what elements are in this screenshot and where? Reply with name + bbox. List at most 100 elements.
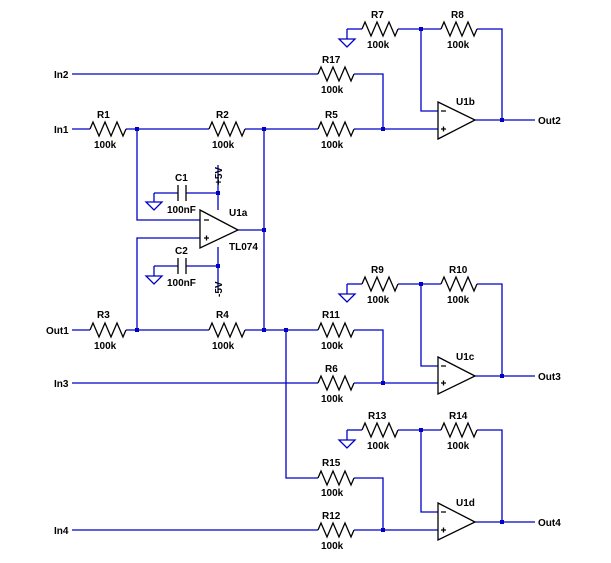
junction xyxy=(262,328,266,332)
junction xyxy=(262,127,266,131)
resistor-r6-value: 100k xyxy=(321,394,344,405)
resistor-r5-value: 100k xyxy=(321,140,344,151)
capacitor-c2-value: 100nF xyxy=(167,278,196,289)
junction xyxy=(216,264,220,268)
junction xyxy=(135,127,139,131)
capacitor-c1-value: 100nF xyxy=(167,205,196,216)
resistor-r12-symbol xyxy=(317,521,355,539)
junction xyxy=(419,428,423,432)
junction xyxy=(381,127,385,131)
resistor-r6-symbol xyxy=(317,374,355,392)
resistor-r1-symbol xyxy=(89,120,127,138)
junction xyxy=(381,528,385,532)
resistor-r9-value: 100k xyxy=(367,295,390,306)
resistor-r10-symbol xyxy=(440,275,478,293)
resistor-r8-value: 100k xyxy=(447,40,470,51)
opamp-labels: U1a TL074 U1b U1c U1d xyxy=(229,97,475,509)
resistor-r7-symbol xyxy=(361,20,399,38)
resistor-r11-name: R11 xyxy=(322,310,340,321)
resistor-r7-value: 100k xyxy=(367,40,390,51)
net-label-in4: In4 xyxy=(54,526,69,537)
resistor-r3-symbol xyxy=(89,321,127,339)
resistor-r13-value: 100k xyxy=(367,441,390,452)
resistor-r5-symbol xyxy=(317,120,355,138)
resistor-r14-value: 100k xyxy=(447,441,470,452)
resistor-r17-symbol xyxy=(317,65,355,83)
resistor-r12-value: 100k xyxy=(321,541,344,552)
resistor-r11-value: 100k xyxy=(321,341,344,352)
junction xyxy=(419,27,423,31)
resistor-r1-value: 100k xyxy=(94,140,117,151)
resistor-r4-symbol xyxy=(208,321,246,339)
opamp-u1d-symbol xyxy=(437,501,477,542)
opamp-u1a-symbol xyxy=(199,208,240,250)
resistor-r4-name: R4 xyxy=(216,310,229,321)
junction xyxy=(262,228,266,232)
resistor-r9-name: R9 xyxy=(371,265,384,276)
opamp-u1b-name: U1b xyxy=(456,97,475,108)
wires xyxy=(72,28,535,531)
resistor-r3-name: R3 xyxy=(97,310,110,321)
ground-symbols xyxy=(144,38,357,449)
opamp-symbols xyxy=(199,100,477,542)
resistor-r15-symbol xyxy=(317,469,355,487)
resistor-r15-value: 100k xyxy=(321,488,344,499)
junction xyxy=(500,374,504,378)
capacitor-c1-symbol xyxy=(177,185,187,201)
net-label-vneg: -5V xyxy=(214,281,225,297)
capacitor-c2-symbol xyxy=(177,258,187,274)
junctions xyxy=(135,27,504,532)
capacitor-labels: C1 100nF C2 100nF xyxy=(167,173,196,289)
resistor-r17-value: 100k xyxy=(321,85,344,96)
resistor-r13-name: R13 xyxy=(368,411,387,422)
opamp-u1c-name: U1c xyxy=(456,352,475,363)
resistor-r8-symbol xyxy=(440,20,478,38)
junction xyxy=(500,118,504,122)
junction xyxy=(419,282,423,286)
capacitor-symbols xyxy=(177,185,187,274)
resistor-r10-name: R10 xyxy=(449,265,468,276)
opamp-u1b-symbol xyxy=(437,100,477,141)
capacitor-c2-name: C2 xyxy=(175,246,188,257)
resistor-r2-symbol xyxy=(208,120,246,138)
resistor-r5-name: R5 xyxy=(325,110,338,121)
ground-icon xyxy=(337,439,357,449)
opamp-u1c-symbol xyxy=(437,355,477,396)
resistor-r1-name: R1 xyxy=(97,110,110,121)
net-label-vpos: +5V xyxy=(214,167,225,185)
resistor-r6-name: R6 xyxy=(325,364,338,375)
resistor-r13-symbol xyxy=(361,421,399,439)
ground-icon xyxy=(337,293,357,303)
capacitor-c1-name: C1 xyxy=(175,173,188,184)
junction xyxy=(216,191,220,195)
resistor-r4-value: 100k xyxy=(212,341,235,352)
resistor-r8-name: R8 xyxy=(451,10,464,21)
resistor-r10-value: 100k xyxy=(447,295,470,306)
resistor-r14-name: R14 xyxy=(449,411,468,422)
net-label-in3: In3 xyxy=(54,379,69,390)
net-label-out4: Out4 xyxy=(538,518,561,529)
junction xyxy=(284,328,288,332)
resistor-r14-symbol xyxy=(440,421,478,439)
opamp-u1a-name: U1a xyxy=(229,208,248,219)
junction xyxy=(381,381,385,385)
ground-icon xyxy=(337,38,357,48)
net-label-out2: Out2 xyxy=(538,116,561,127)
resistor-r11-symbol xyxy=(317,321,355,339)
opamp-u1d-name: U1d xyxy=(456,498,475,509)
ground-icon xyxy=(144,201,164,211)
resistor-r17-name: R17 xyxy=(322,55,341,66)
net-label-out1: Out1 xyxy=(46,326,69,337)
resistor-r2-name: R2 xyxy=(216,110,229,121)
ground-icon xyxy=(144,275,164,285)
resistor-r15-name: R15 xyxy=(322,458,341,469)
resistor-symbols xyxy=(89,20,478,539)
net-label-out3: Out3 xyxy=(538,372,561,383)
resistor-r2-value: 100k xyxy=(212,140,235,151)
net-label-in1: In1 xyxy=(54,125,69,136)
junction xyxy=(500,520,504,524)
resistor-r9-symbol xyxy=(361,275,399,293)
resistor-r7-name: R7 xyxy=(371,10,384,21)
net-labels: In2 In1 Out1 In3 In4 Out2 Out3 Out4 +5V … xyxy=(46,70,561,537)
